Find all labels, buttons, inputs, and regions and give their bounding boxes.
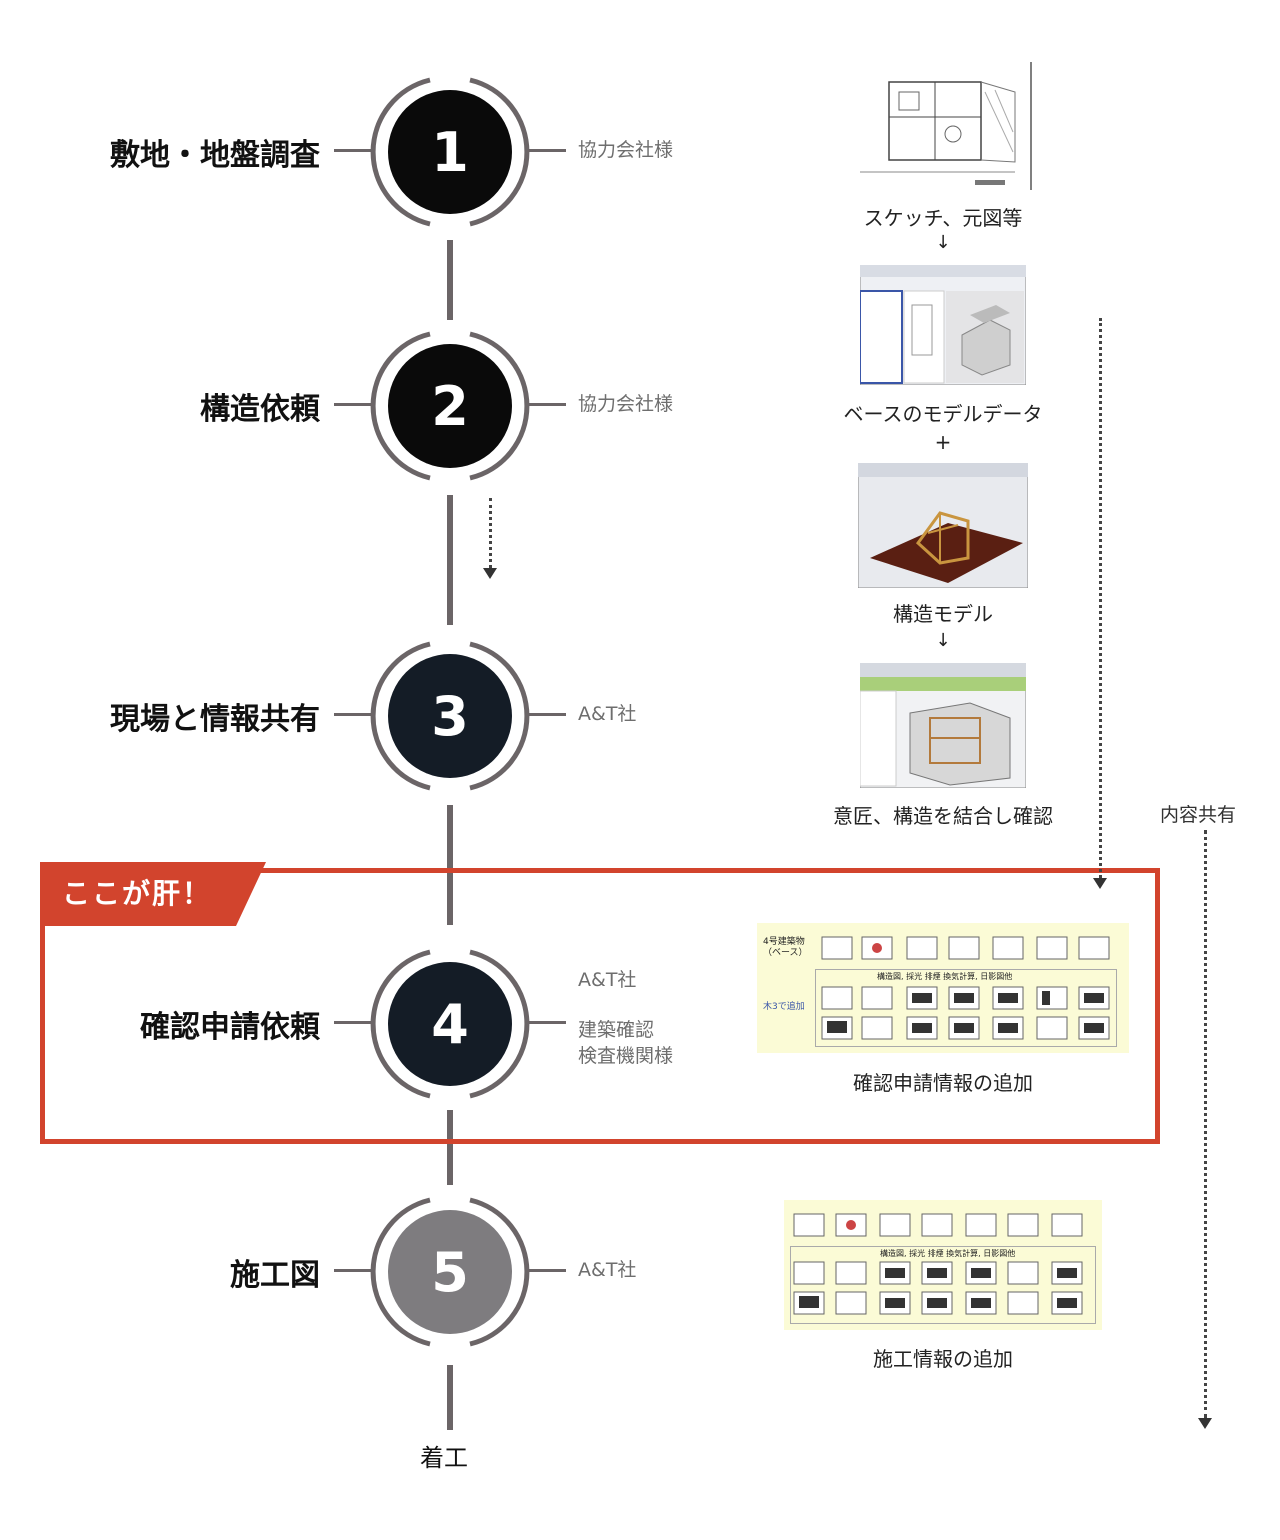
base-model-image [860,265,1026,385]
step-4-badge: 4 [370,949,530,1099]
timeline-segment-3 [447,805,453,925]
step-2-number: 2 [431,375,469,438]
arrow-1: ↓ [935,232,951,253]
dotted-line-upper-head [1093,878,1107,889]
step-5-party: A&T社 [578,1259,637,1281]
panel-inner-box [815,969,1117,1047]
step-4-number: 4 [431,993,469,1056]
step-1-badge: 1 [370,77,530,227]
construction-sheet-panel: 構造図, 採光 排煙 換気計算, 日影図他 [784,1200,1102,1330]
panel-label-wood: 木3で追加 [763,1002,805,1012]
dotted-line-upper [1099,318,1102,878]
step-3-connector-left [334,713,374,716]
construction-panel-sheets [793,1213,1083,1315]
dotted-line-lower [1204,830,1207,1418]
construction-panel-subtitle: 構造図, 採光 排煙 換気計算, 日影図他 [880,1249,1016,1258]
plus-sign: + [934,430,952,454]
sketch-image [855,62,1035,192]
end-label: 着工 [420,1444,468,1472]
highlight-tag-bg [40,862,266,926]
construction-panel-inner-box [790,1246,1096,1324]
step-4-party: A&T社 [578,969,637,991]
step-1-circle [388,90,512,214]
step-1-number: 1 [431,121,469,184]
panel-sheets [821,936,1110,1040]
step-1-party: 協力会社様 [578,139,674,161]
step-3-number: 3 [431,685,469,748]
timeline-segment-4 [447,1110,453,1185]
dotted-arrow-head-step2 [483,568,497,579]
caption-sketch: スケッチ、元図等 [863,206,1023,230]
step-5-connector-right [526,1269,566,1272]
step-4-connector-right [526,1021,566,1024]
step-1-connector-left [334,149,374,152]
step-5-connector-left [334,1269,374,1272]
step-5-badge: 5 [370,1197,530,1347]
step-3-badge: 3 [370,641,530,791]
highlight-tag-text: ここが肝！ [62,877,213,910]
step-2-title: 構造依頼 [200,392,320,427]
step-2-badge: 2 [370,331,530,481]
dotted-arrow-step2 [489,498,492,568]
dotted-line-lower-head [1198,1418,1212,1429]
timeline-segment-2 [447,495,453,625]
step-3-title: 現場と情報共有 [110,702,320,737]
application-sheet-panel: 4号建築物 （ベース） 木3で追加 構造図, 採光 排煙 換気計算, 日影図他 [757,923,1129,1053]
step-5-number: 5 [431,1241,469,1304]
step-2-connector-right [526,403,566,406]
step-2-connector-left [334,403,374,406]
step-3-connector-right [526,713,566,716]
caption-structure-model: 構造モデル [893,602,993,626]
step-4-party-2: 建築確認 検査機関様 [578,1019,674,1067]
step-5-title: 施工図 [230,1258,320,1293]
timeline-segment-5 [447,1365,453,1430]
arrow-2: ↓ [935,630,951,651]
step-1-connector-right [526,149,566,152]
caption-base-model: ベースのモデルデータ [843,402,1043,426]
side-label: 内容共有 [1160,804,1237,826]
caption-construction: 施工情報の追加 [873,1347,1013,1371]
structure-model-image [858,463,1028,588]
timeline-segment-1 [447,240,453,320]
step-4-title: 確認申請依頼 [140,1010,320,1045]
step-2-party: 協力会社様 [578,393,674,415]
highlight-box [40,868,1160,1144]
panel-subtitle: 構造図, 採光 排煙 換気計算, 日影図他 [877,972,1013,981]
caption-combined: 意匠、構造を結合し確認 [833,804,1053,828]
step-4-connector-left [334,1021,374,1024]
combined-model-image [860,663,1026,788]
panel-label-building: 4号建築物 （ベース） [763,937,808,958]
step-3-party: A&T社 [578,703,637,725]
caption-application: 確認申請情報の追加 [853,1071,1033,1095]
step-1-title: 敷地・地盤調査 [110,138,320,173]
